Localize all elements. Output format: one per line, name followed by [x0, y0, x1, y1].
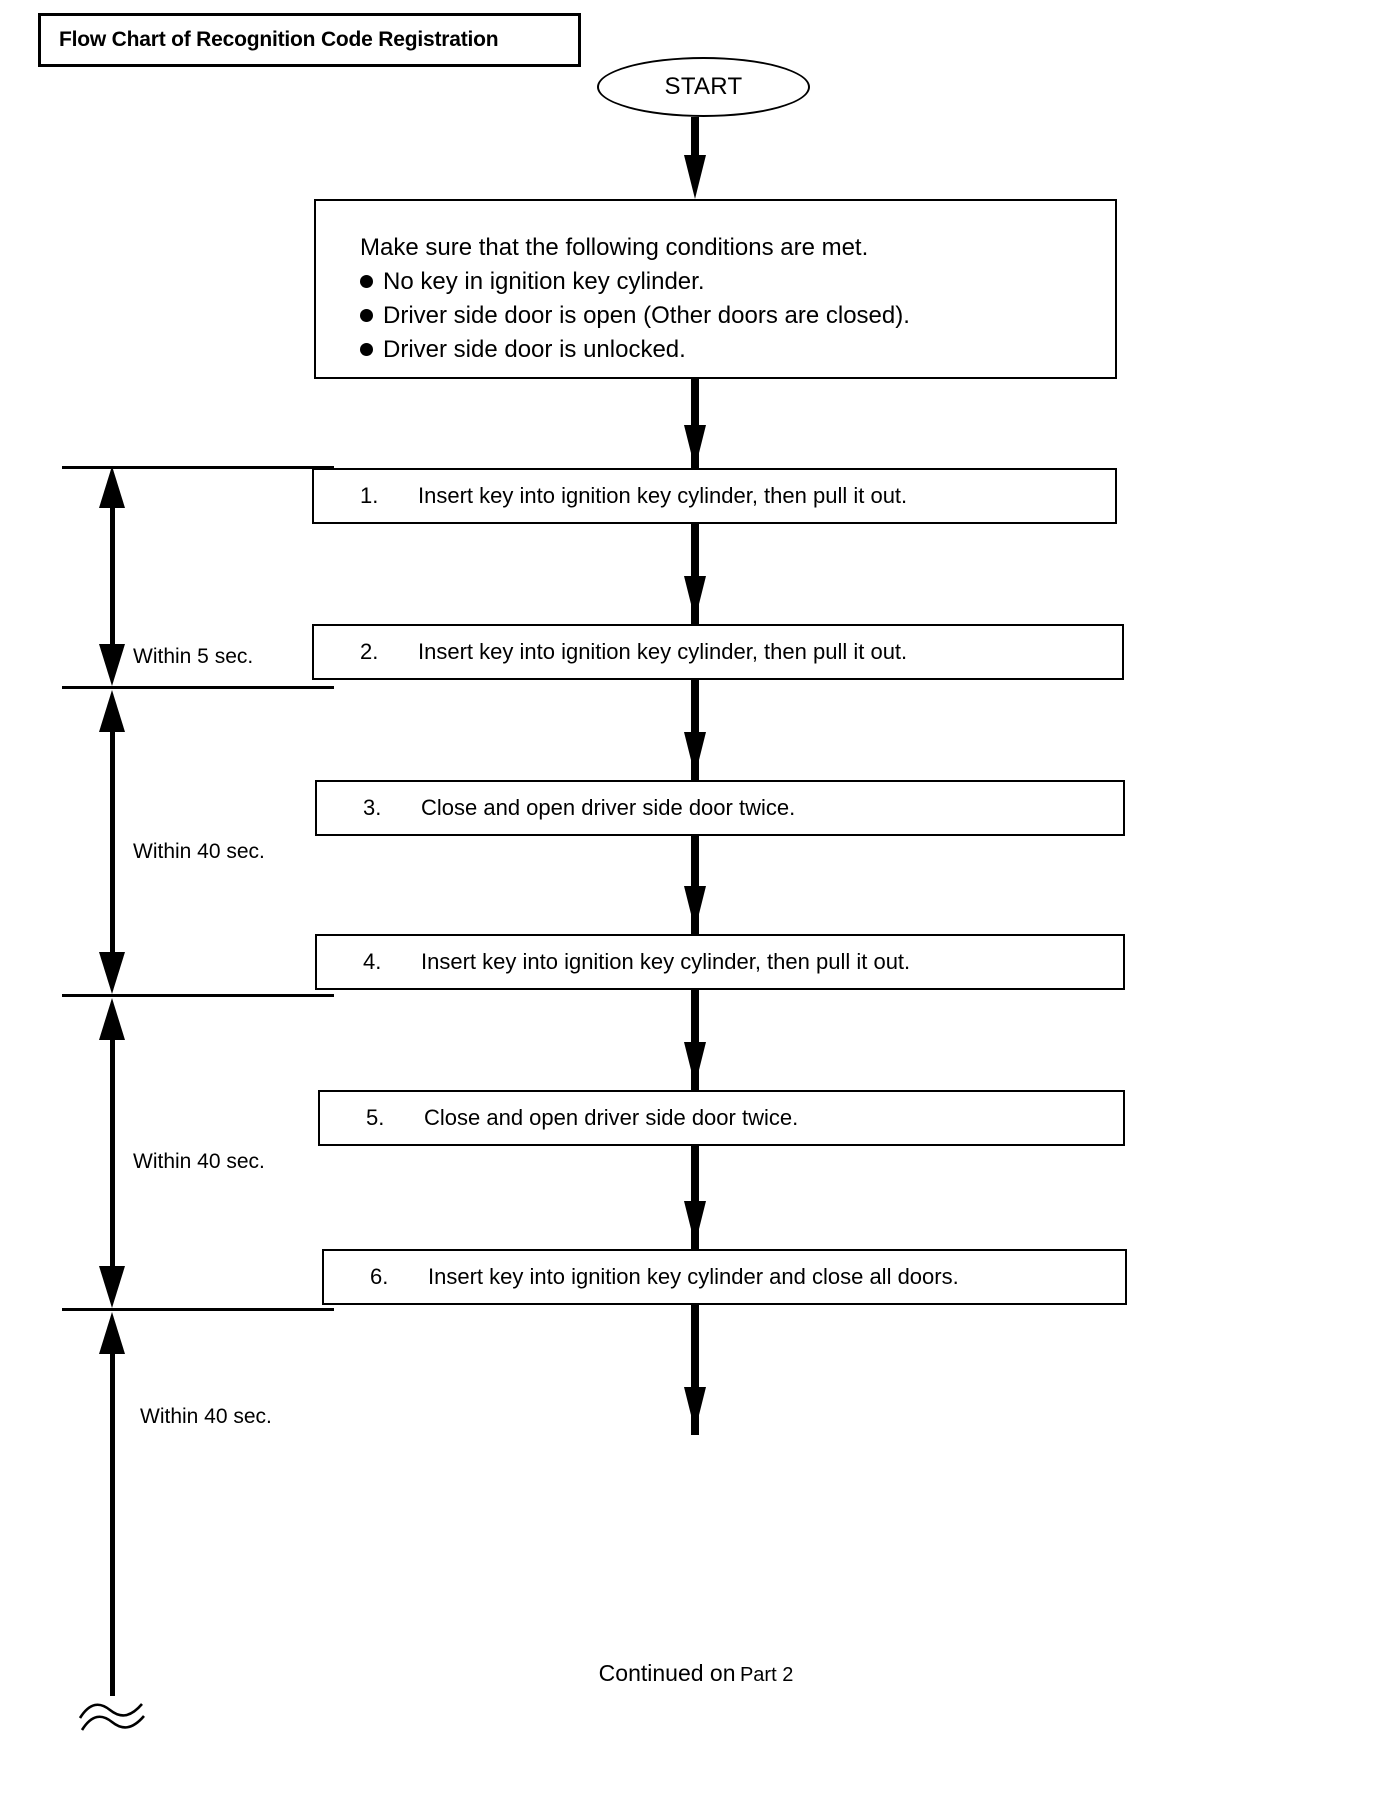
timing-tick-line-2 [62, 686, 334, 689]
step-number-2: 2. [360, 639, 379, 664]
continued-prefix: Continued on [598, 1660, 736, 1686]
timing-tick-line-1 [62, 466, 334, 469]
timing-span-line-3 [110, 1032, 115, 1276]
start-label: START [664, 73, 743, 100]
precondition-bullet-3: Driver side door is unlocked. [360, 333, 686, 367]
timing-label-2: Within 40 sec. [133, 840, 265, 863]
page-title: Flow Chart of Recognition Code Registrat… [59, 28, 499, 51]
step-box-3: 3. Close and open driver side door twice… [315, 780, 1125, 836]
continued-target: Part 2 [739, 1664, 794, 1686]
step-text-5: Close and open driver side door twice. [424, 1105, 799, 1130]
timing-arrowhead-down-3 [99, 1266, 125, 1308]
bullet-dot-icon [360, 275, 373, 288]
precondition-bullet-1: No key in ignition key cylinder. [360, 265, 705, 299]
page-break-squiggle-icon [78, 1703, 145, 1731]
step-text-1: Insert key into ignition key cylinder, t… [418, 483, 908, 508]
bullet-dot-icon [360, 343, 373, 356]
step-box-5: 5. Close and open driver side door twice… [318, 1090, 1125, 1146]
step-text-3: Close and open driver side door twice. [421, 795, 796, 820]
step-box-1: 1. Insert key into ignition key cylinder… [312, 468, 1117, 524]
timing-tick-line-3 [62, 994, 334, 997]
step-box-4: 4. Insert key into ignition key cylinder… [315, 934, 1125, 990]
precondition-heading: Make sure that the following conditions … [360, 234, 869, 261]
timing-label-4: Within 40 sec. [140, 1405, 272, 1428]
timing-tick-line-4 [62, 1308, 334, 1311]
step-number-3: 3. [363, 795, 382, 820]
step-number-1: 1. [360, 483, 379, 508]
timing-span-line-1 [110, 500, 115, 650]
step-number-6: 6. [370, 1264, 389, 1289]
step-text-6: Insert key into ignition key cylinder an… [428, 1264, 959, 1289]
precondition-box: Make sure that the following conditions … [314, 199, 1117, 379]
timing-label-3: Within 40 sec. [133, 1150, 265, 1173]
timing-label-1: Within 5 sec. [133, 645, 254, 668]
timing-arrowhead-down-1 [99, 644, 125, 686]
precondition-bullet-2: Driver side door is open (Other doors ar… [360, 299, 910, 333]
timing-arrowhead-down-2 [99, 952, 125, 994]
step-box-6: 6. Insert key into ignition key cylinder… [322, 1249, 1127, 1305]
step-number-4: 4. [363, 949, 382, 974]
continued-footer: Continued on Part 2 [0, 1660, 1392, 1687]
step-box-2: 2. Insert key into ignition key cylinder… [312, 624, 1124, 680]
start-node: START [597, 57, 810, 117]
timing-span-line-2 [110, 724, 115, 962]
step-text-4: Insert key into ignition key cylinder, t… [421, 949, 911, 974]
step-text-2: Insert key into ignition key cylinder, t… [418, 639, 908, 664]
step-number-5: 5. [366, 1105, 385, 1130]
chart-title-box: Flow Chart of Recognition Code Registrat… [38, 13, 581, 67]
timing-span-line-4 [110, 1346, 115, 1696]
bullet-dot-icon [360, 309, 373, 322]
